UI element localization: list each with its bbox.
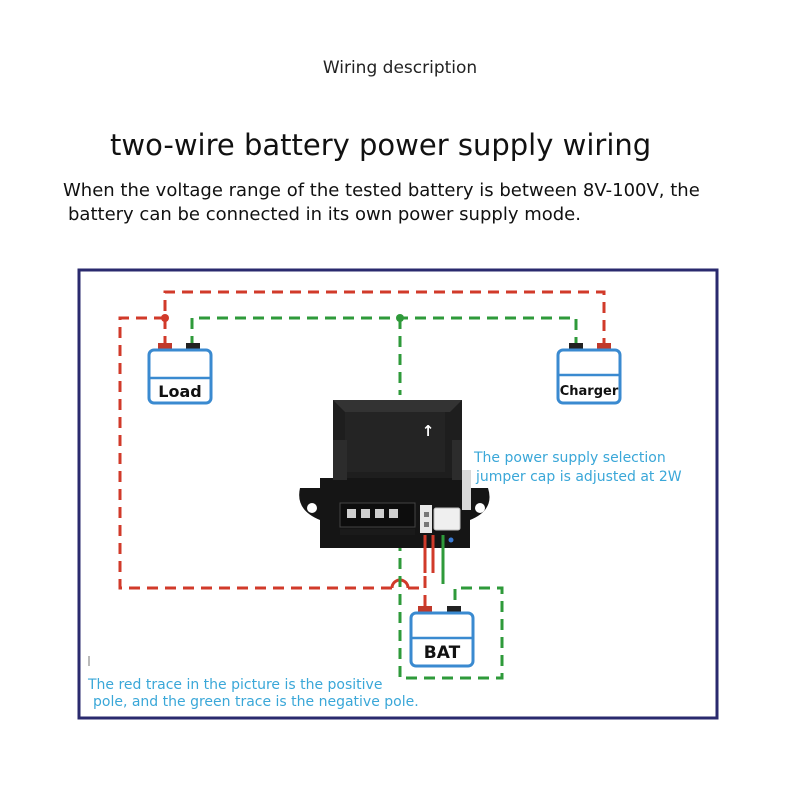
legend-line-2: pole, and the green trace is the negativ… bbox=[93, 694, 419, 710]
page-title: two-wire battery power supply wiring bbox=[110, 128, 652, 162]
negative-junction bbox=[396, 314, 404, 322]
caption: Wiring description bbox=[322, 58, 478, 78]
load-label: Load bbox=[158, 382, 201, 401]
bat-label: BAT bbox=[424, 643, 461, 663]
connector-plug bbox=[433, 507, 461, 531]
positive-junction bbox=[161, 314, 169, 322]
charger-device: Charger bbox=[556, 343, 622, 405]
description-line-1: When the voltage range of the tested bat… bbox=[63, 180, 700, 201]
charger-label: Charger bbox=[560, 384, 619, 399]
jumper-note-line-1: The power supply selection bbox=[473, 450, 666, 466]
legend-line-1: The red trace in the picture is the posi… bbox=[87, 677, 382, 693]
load-device: Load bbox=[147, 343, 213, 405]
description: When the voltage range of the tested bat… bbox=[63, 179, 763, 227]
module-arrow-icon: ↑ bbox=[422, 422, 435, 440]
description-line-2: battery can be connected in its own powe… bbox=[68, 204, 581, 225]
jumper-header bbox=[420, 505, 432, 533]
sensor-module: ↑ bbox=[299, 400, 490, 573]
jumper-note-line-2: jumper cap is adjusted at 2W bbox=[475, 469, 682, 485]
battery-device: BAT bbox=[409, 606, 475, 668]
negative-traces bbox=[190, 316, 578, 680]
